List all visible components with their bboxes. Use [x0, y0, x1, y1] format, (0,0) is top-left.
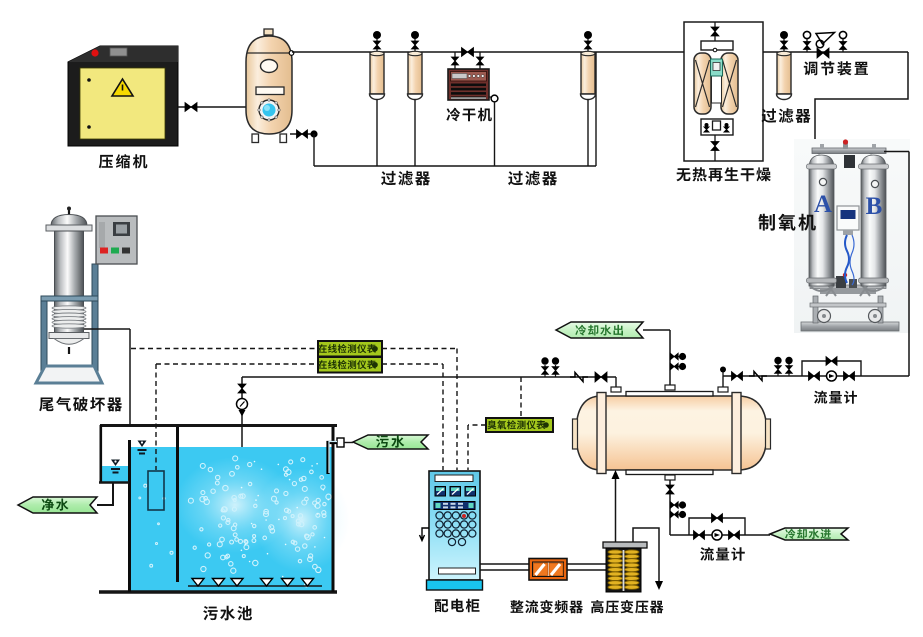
svg-text:A: A	[814, 191, 832, 218]
svg-text:B: B	[866, 193, 883, 220]
